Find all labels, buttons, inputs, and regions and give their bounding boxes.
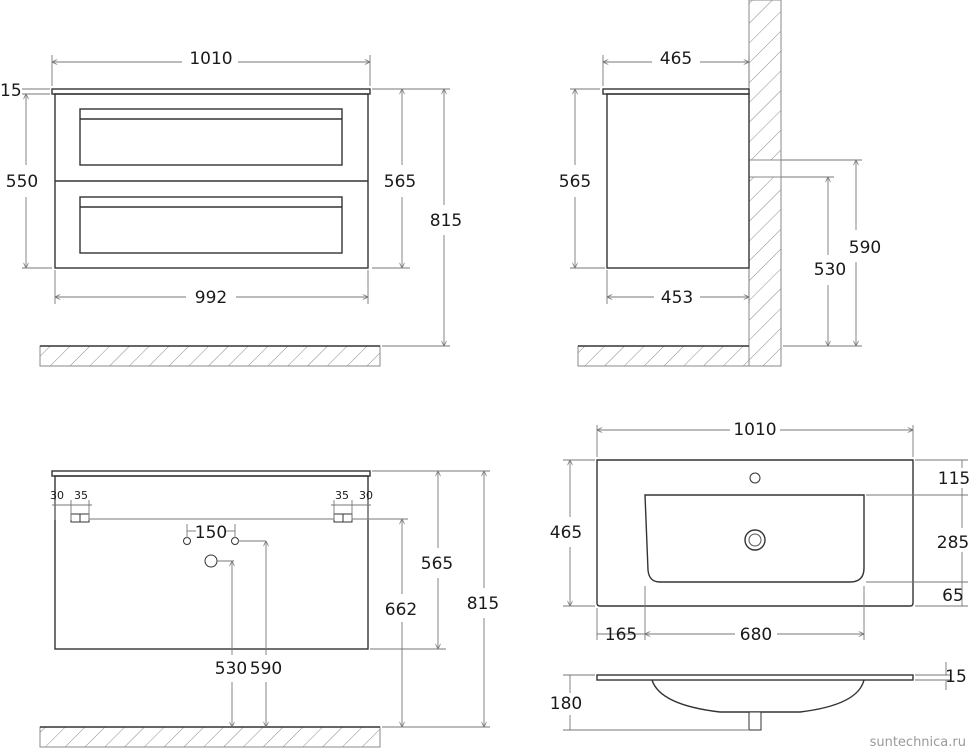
basin-dim-285: 285 [937,533,969,553]
front-width-top-label: 1010 [189,49,232,69]
basin-dim-65: 65 [942,586,964,606]
side-drain-530-label: 530 [814,260,846,280]
side-height-label: 565 [559,172,591,192]
faucet-hole [749,472,761,484]
back-hole-spacing-label: 150 [195,523,227,543]
front-drawer-bottom [79,196,343,254]
back-top-slab [51,470,371,477]
profile-thickness-label: 15 [945,667,967,687]
back-height-815-label: 815 [467,594,499,614]
mount-hole-right [231,537,239,545]
watermark: suntechnica.ru [870,735,966,750]
side-top-slab [602,88,750,95]
side-floor [577,345,750,367]
front-floor-height-label: 815 [430,211,462,231]
back-offset-30-left: 30 [50,489,64,502]
back-offset-35-right: 35 [335,489,349,502]
side-cabinet [606,93,750,269]
basin-dim-680: 680 [740,625,772,645]
side-drain-590-label: 590 [849,238,881,258]
basin-profile-bowl [651,679,865,713]
side-depth-top-label: 465 [660,49,692,69]
back-drain-530-label: 530 [215,659,247,679]
back-drain-590-label: 590 [250,659,282,679]
back-cabinet [54,475,369,650]
side-depth-bottom-label: 453 [661,288,693,308]
side-wall [748,0,782,367]
back-height-662-label: 662 [385,600,417,620]
basin-dim-165: 165 [605,625,637,645]
basin-width-label: 1010 [733,420,776,440]
front-top-thickness-label: 15 [0,81,22,101]
front-cabinet-height-label: 550 [6,172,38,192]
front-top-slab [51,88,371,95]
profile-depth-label: 180 [550,694,582,714]
side-view: 465 565 453 590 530 [559,0,881,367]
back-offset-35-left: 35 [74,489,88,502]
front-view: 1010 15 550 565 815 992 [0,49,462,367]
basin-outline [596,459,914,607]
back-height-565-label: 565 [421,554,453,574]
basin-profile-slab [596,674,914,681]
back-view: 30 35 35 30 150 530 590 565 [39,470,499,748]
front-total-height-label: 565 [384,172,416,192]
basin-depth-label: 465 [550,523,582,543]
mount-hole-left [183,537,191,545]
front-drawer-top [79,108,343,166]
back-offset-30-right: 30 [359,489,373,502]
basin-top-view: 1010 465 115 285 65 165 680 [550,420,970,645]
basin-bowl [644,494,865,583]
front-width-bottom-label: 992 [195,288,227,308]
basin-dim-115: 115 [938,469,970,489]
drain-hole [204,554,218,568]
basin-profile-drain [748,711,762,731]
back-floor [39,726,381,748]
basin-profile: 15 180 [550,662,967,731]
front-floor [39,345,381,367]
